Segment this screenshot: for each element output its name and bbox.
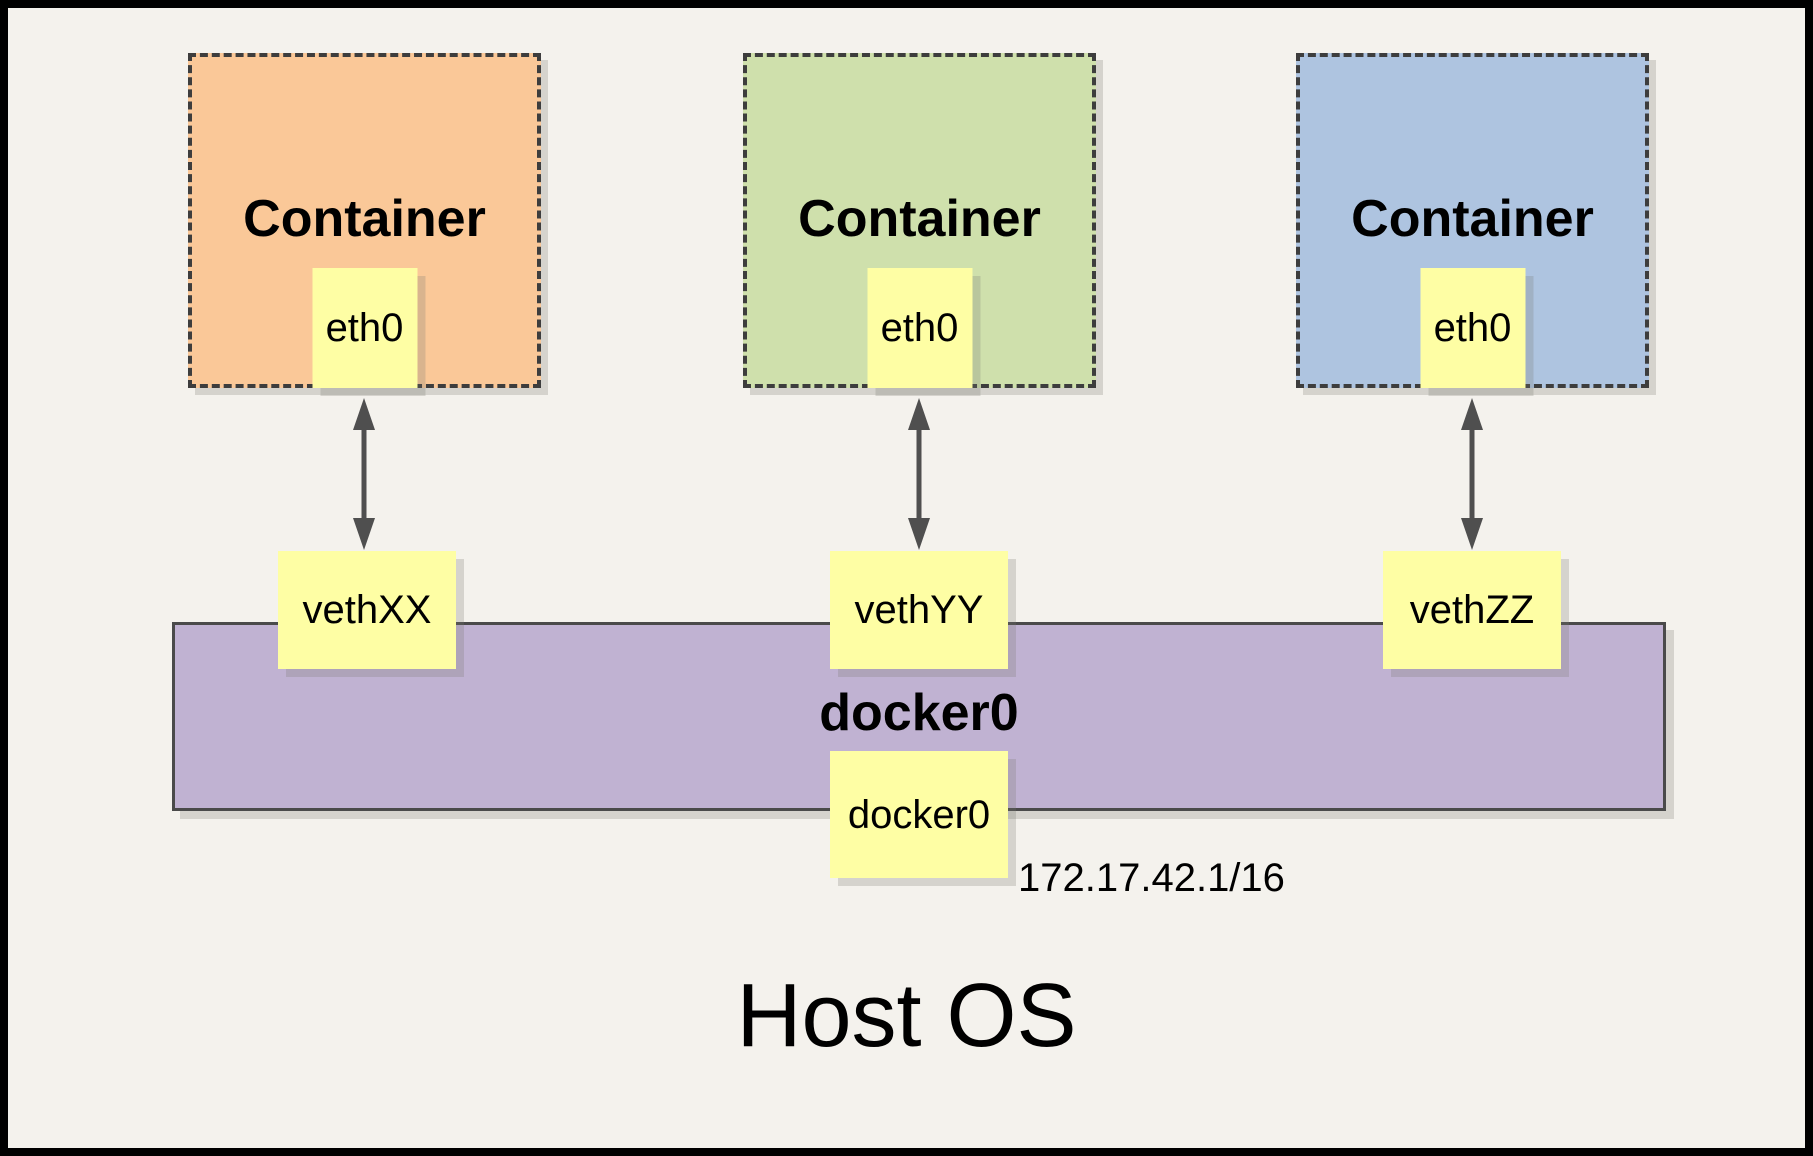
veth-chip-label: vethYY — [854, 588, 984, 632]
double-arrow-icon — [353, 398, 375, 550]
docker0-bridge-title: docker0 — [819, 684, 1019, 742]
container-title: Container — [798, 190, 1041, 248]
docker0-chip-label: docker0 — [847, 792, 991, 837]
eth0-chip: eth0 — [867, 268, 972, 388]
eth0-chip: eth0 — [1420, 268, 1525, 388]
host-os-label: Host OS — [736, 966, 1077, 1066]
container-title: Container — [243, 190, 486, 248]
eth0-chip-label: eth0 — [325, 306, 404, 350]
eth0-chip-label: eth0 — [1433, 306, 1512, 350]
container-box-2: Container eth0 — [743, 53, 1096, 388]
eth0-chip-label: eth0 — [880, 306, 959, 350]
double-arrow-icon — [908, 398, 930, 550]
veth-chip: vethYY — [830, 551, 1008, 669]
veth-chip: vethZZ — [1383, 551, 1561, 669]
bridge-ip-address: 172.17.42.1/16 — [1018, 856, 1285, 900]
eth0-chip: eth0 — [312, 268, 417, 388]
container-title: Container — [1351, 190, 1594, 248]
double-arrow-icon — [1461, 398, 1483, 550]
veth-chip-label: vethZZ — [1409, 588, 1535, 632]
container-box-3: Container eth0 — [1296, 53, 1649, 388]
container-box-1: Container eth0 — [188, 53, 541, 388]
veth-chip: vethXX — [278, 551, 456, 669]
veth-chip-label: vethXX — [302, 588, 432, 632]
docker0-chip: docker0 — [830, 751, 1008, 878]
